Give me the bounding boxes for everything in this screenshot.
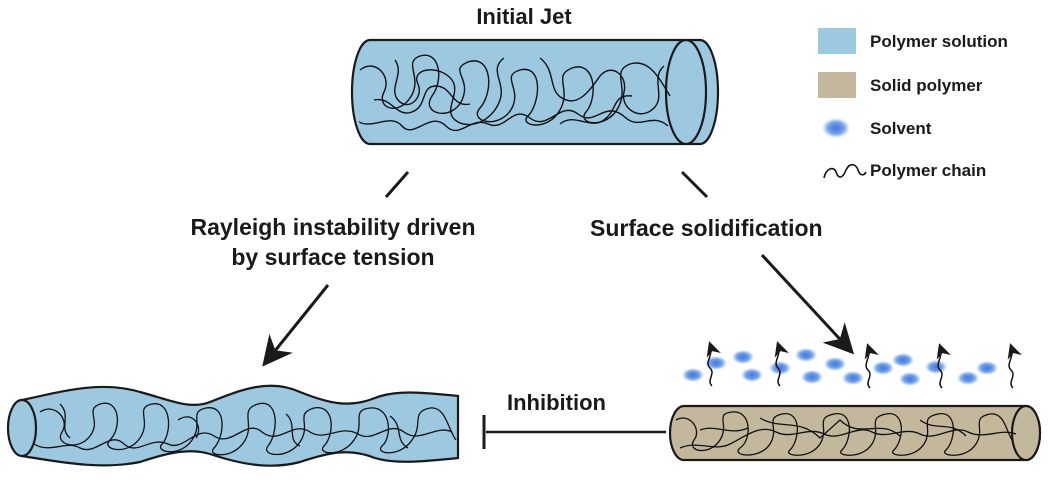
rayleigh-label-line1: Rayleigh instability driven — [190, 214, 476, 240]
legend-label-solid-polymer: Solid polymer — [870, 76, 983, 95]
legend — [818, 28, 867, 179]
legend-label-polymer-solution: Polymer solution — [870, 32, 1008, 51]
solvent-dot — [957, 371, 979, 385]
evaporation-arrow — [774, 341, 789, 387]
inhibition-arrow — [482, 415, 666, 449]
solvent-dot — [732, 350, 754, 364]
polymer-chain — [33, 427, 453, 451]
initial-jet-cylinder — [350, 38, 720, 146]
polymer-chain — [59, 403, 409, 449]
evaporation-arrow — [1007, 343, 1022, 389]
solvent-dot — [741, 368, 763, 382]
legend-swatch-polymer-solution — [818, 28, 856, 54]
solvent-dot — [925, 360, 947, 374]
initial-jet-title: Initial Jet — [476, 4, 572, 29]
arrow-rayleigh — [262, 171, 410, 367]
evaporation-arrow — [706, 341, 721, 387]
legend-label-solvent: Solvent — [870, 119, 932, 138]
legend-swatch-solvent — [822, 118, 850, 138]
evaporation-arrow — [864, 343, 879, 389]
legend-label-polymer-chain: Polymer chain — [870, 161, 987, 180]
solvent-dot — [824, 357, 846, 371]
polymer-chain — [394, 57, 505, 126]
solvent-dot — [842, 371, 864, 385]
surface-solidification-label: Surface solidification — [590, 215, 823, 241]
evaporation-arrows — [706, 341, 1022, 389]
arrow-surface-solidification — [680, 170, 855, 355]
rayleigh-label-line2: by surface tension — [231, 244, 435, 270]
evaporation-arrow — [936, 343, 951, 389]
solidified-jet — [668, 404, 1042, 462]
polymer-chain — [39, 402, 457, 456]
solvent-dot — [872, 361, 894, 375]
beaded-jet — [6, 384, 460, 467]
solvent-dot — [976, 361, 998, 375]
legend-swatch-polymer-chain — [823, 163, 867, 179]
solvent-dots — [682, 348, 998, 386]
solvent-dot — [682, 368, 704, 382]
legend-swatch-solid-polymer — [818, 72, 856, 98]
solvent-dot — [705, 356, 727, 370]
solvent-dot — [795, 348, 817, 362]
polymer-chain — [699, 417, 967, 439]
polymer-chain — [373, 85, 633, 125]
polymer-chain — [355, 109, 669, 132]
polymer-chain — [539, 57, 665, 115]
solvent-dot — [769, 361, 791, 375]
inhibition-label: Inhibition — [507, 390, 606, 415]
rayleigh-instability-label: Rayleigh instability driven by surface t… — [118, 212, 548, 272]
polymer-chain — [679, 428, 1017, 449]
solvent-dot — [899, 372, 921, 386]
solvent-dot — [892, 353, 914, 367]
solvent-dot — [801, 370, 823, 384]
